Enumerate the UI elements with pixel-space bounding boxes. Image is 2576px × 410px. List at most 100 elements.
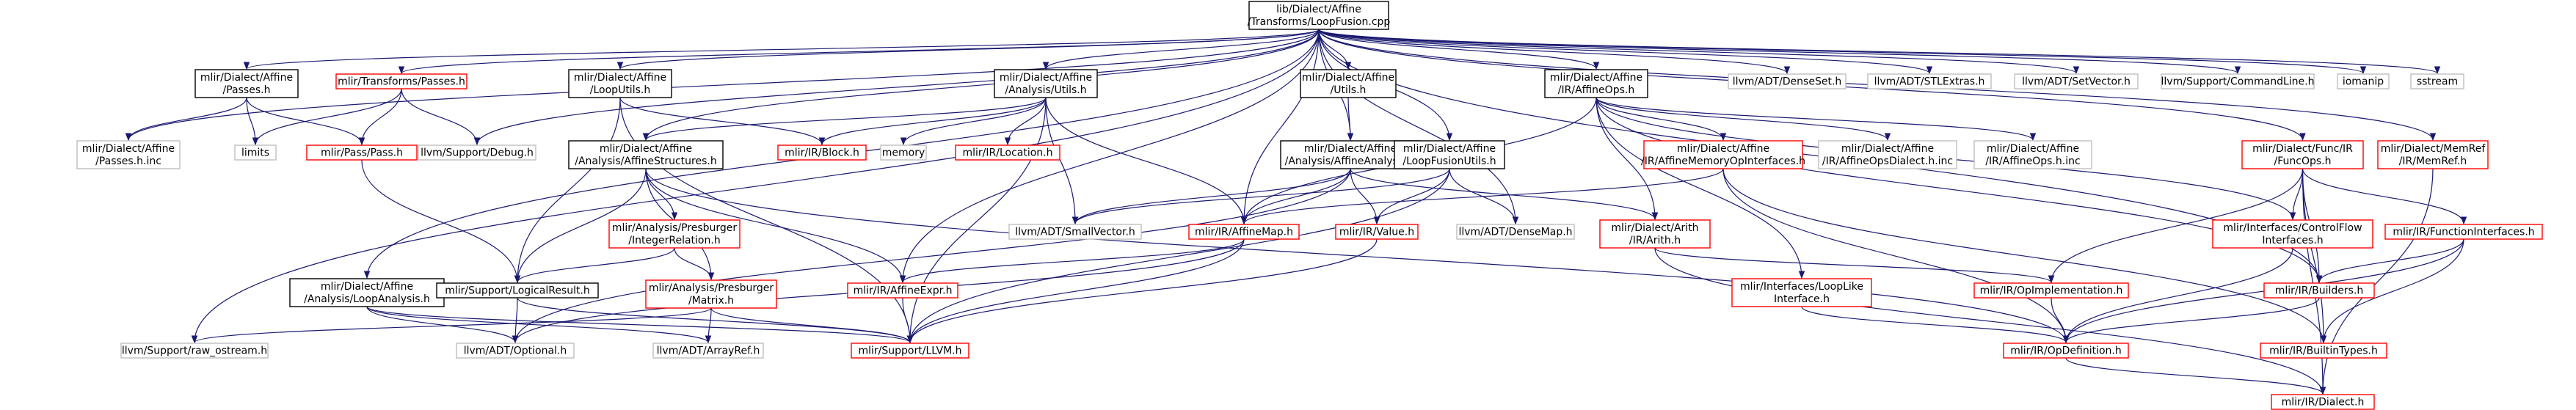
node-anautils[interactable]: mlir/Dialect/Affine/Analysis/Utils.h <box>994 69 1098 98</box>
dependency-edges <box>125 29 2467 395</box>
edge-affineexpr-to-llvmh <box>902 297 914 344</box>
edge-funcops-to-builtintypes <box>2302 168 2327 344</box>
node-cmdline: llvm/Support/CommandLine.h <box>2161 73 2315 89</box>
node-rawostream-label-line-0: llvm/Support/raw_ostream.h <box>122 345 267 357</box>
node-looputils-label-line-0: mlir/Dialect/Affine <box>574 72 666 84</box>
node-llvmh[interactable]: mlir/Support/LLVM.h <box>851 343 969 359</box>
edge-intrel-to-logicalresult <box>514 247 675 284</box>
node-arith-label-line-0: mlir/Dialect/Arith <box>1611 222 1698 234</box>
edge-funcops-to-opimpl <box>2048 168 2304 284</box>
node-funcops[interactable]: mlir/Dialect/Func/IR/FuncOps.h <box>2241 140 2364 169</box>
node-block[interactable]: mlir/IR/Block.h <box>777 144 867 161</box>
node-transpasses-label-line-0: mlir/Transforms/Passes.h <box>338 76 465 88</box>
edge-passes-to-pass <box>246 97 365 146</box>
edge-root-to-sstream <box>1318 29 2440 75</box>
edge-affstruct-to-intrel <box>645 168 678 221</box>
node-memopif-label-line-0: mlir/Dialect/Affine <box>1677 143 1769 155</box>
node-logicalresult[interactable]: mlir/Support/LogicalResult.h <box>436 282 599 299</box>
node-value[interactable]: mlir/IR/Value.h <box>1335 224 1419 240</box>
node-densemap-label-line-0: llvm/ADT/DenseMap.h <box>1458 227 1572 238</box>
node-autils-label-line-1: /Utils.h <box>1331 84 1367 96</box>
node-opimpl[interactable]: mlir/IR/OpImplementation.h <box>1973 282 2129 299</box>
node-transpasses[interactable]: mlir/Transforms/Passes.h <box>335 73 467 89</box>
node-llvmh-box <box>851 343 969 359</box>
node-passes[interactable]: mlir/Dialect/Affine/Passes.h <box>194 69 299 98</box>
node-funcif-label-line-0: mlir/IR/FunctionInterfaces.h <box>2393 227 2534 238</box>
node-logicalresult-box <box>436 282 599 299</box>
edge-builders-to-opdef <box>2062 297 2320 344</box>
node-matrix[interactable]: mlir/Analysis/Presburger/Matrix.h <box>645 279 777 309</box>
node-pass-box <box>306 144 418 161</box>
node-builtintypes[interactable]: mlir/IR/BuiltinTypes.h <box>2260 343 2387 359</box>
node-passes-label-line-0: mlir/Dialect/Affine <box>200 72 293 84</box>
node-setvector-label-line-0: llvm/ADT/SetVector.h <box>2022 76 2131 88</box>
node-loopanalysis-box <box>289 278 445 307</box>
node-funcops-label-line-1: /FuncOps.h <box>2274 155 2332 167</box>
edge-affineops-to-builders <box>1596 97 2323 284</box>
node-affineexpr[interactable]: mlir/IR/AffineExpr.h <box>847 282 958 299</box>
node-builders[interactable]: mlir/IR/Builders.h <box>2263 282 2375 299</box>
node-dialect[interactable]: mlir/IR/Dialect.h <box>2271 394 2375 410</box>
edge-root-to-affineops <box>1318 29 1600 70</box>
edge-affineops-to-arith <box>1596 97 1659 221</box>
edge-affineops-to-opsdialect <box>1596 97 1891 142</box>
node-builders-label-line-0: mlir/IR/Builders.h <box>2275 285 2364 297</box>
node-affstruct-box <box>568 140 724 169</box>
edge-root-to-densemap <box>1318 29 1519 225</box>
file-nodes: lib/Dialect/Affine/Transforms/LoopFusion… <box>76 1 2543 410</box>
node-memopif-box <box>1643 140 1803 169</box>
node-loopfusionutils[interactable]: mlir/Dialect/Affine/LoopFusionUtils.h <box>1394 140 1505 169</box>
node-affineops[interactable]: mlir/Dialect/Affine/IR/AffineOps.h <box>1544 69 1648 98</box>
node-stlextras: llvm/ADT/STLExtras.h <box>1867 73 1992 89</box>
node-pass[interactable]: mlir/Pass/Pass.h <box>306 144 418 161</box>
node-iomanip-label-line-0: iomanip <box>2343 76 2384 88</box>
edge-affstruct-to-affineexpr <box>645 168 906 284</box>
edge-affanalysis-to-smallvec <box>1071 168 1351 225</box>
edge-opimpl-to-opdef <box>2051 297 2070 344</box>
node-affstruct[interactable]: mlir/Dialect/Affine/Analysis/AffineStruc… <box>568 140 724 169</box>
node-opdef[interactable]: mlir/IR/OpDefinition.h <box>2003 343 2129 359</box>
node-block-box <box>777 144 867 161</box>
node-looplike-box <box>1731 278 1872 307</box>
node-arrayref-label-line-0: llvm/ADT/ArrayRef.h <box>657 345 760 357</box>
node-cfif-label-line-1: Interfaces.h <box>2262 235 2323 246</box>
node-matrix-label-line-0: mlir/Analysis/Presburger <box>649 282 774 294</box>
edge-funcif-to-builders <box>2315 238 2464 284</box>
node-cfif-label-line-0: mlir/Interfaces/ControlFlow <box>2223 222 2362 234</box>
node-arith-box <box>1599 219 1711 249</box>
node-arrayref: llvm/ADT/ArrayRef.h <box>652 343 764 359</box>
edge-arith-to-dialect <box>1654 247 2326 395</box>
node-looputils[interactable]: mlir/Dialect/Affine/LoopUtils.h <box>568 69 672 98</box>
node-affinemap-label-line-0: mlir/IR/AffineMap.h <box>1195 227 1293 238</box>
edge-loopanalysis-to-optional <box>366 306 519 344</box>
node-memref-label-line-0: mlir/Dialect/MemRef <box>2381 143 2486 155</box>
edge-affinemap-to-llvmh <box>906 238 1245 344</box>
node-autils[interactable]: mlir/Dialect/Affine/Utils.h <box>1300 69 1397 98</box>
node-location[interactable]: mlir/IR/Location.h <box>955 144 1060 161</box>
node-intrel-box <box>608 219 741 249</box>
edge-root-to-affineexpr <box>899 29 1320 284</box>
node-root[interactable]: lib/Dialect/Affine/Transforms/LoopFusion… <box>1248 1 1391 30</box>
node-affinemap[interactable]: mlir/IR/AffineMap.h <box>1188 224 1300 240</box>
edge-funcif-to-builtintypes <box>2320 238 2464 344</box>
node-intrel-label-line-0: mlir/Analysis/Presburger <box>612 222 738 234</box>
node-sstream-box <box>2410 73 2464 89</box>
node-funcif[interactable]: mlir/IR/FunctionInterfaces.h <box>2384 224 2543 240</box>
node-passes-label-line-1: /Passes.h <box>223 84 271 96</box>
node-dialect-box <box>2271 394 2375 410</box>
node-memopif[interactable]: mlir/Dialect/Affine/IR/AffineMemoryOpInt… <box>1641 140 1805 169</box>
node-loopanalysis[interactable]: mlir/Dialect/Affine/Analysis/LoopAnalysi… <box>289 278 445 307</box>
node-arith[interactable]: mlir/Dialect/Arith/IR/Arith.h <box>1599 219 1711 249</box>
edge-funcops-to-funcif <box>2302 168 2467 225</box>
node-logicalresult-label-line-0: mlir/Support/LogicalResult.h <box>445 285 590 297</box>
edge-anautils-to-memory <box>900 97 1047 146</box>
node-intrel[interactable]: mlir/Analysis/Presburger/IntegerRelation… <box>608 219 741 249</box>
node-smallvec-box <box>1008 224 1142 240</box>
node-funcif-box <box>2384 224 2543 240</box>
node-memref[interactable]: mlir/Dialect/MemRef/IR/MemRef.h <box>2377 140 2489 169</box>
node-cfif-box <box>2212 219 2373 249</box>
edge-matrix-to-arrayref <box>705 307 712 344</box>
node-cmdline-box <box>2161 73 2315 89</box>
